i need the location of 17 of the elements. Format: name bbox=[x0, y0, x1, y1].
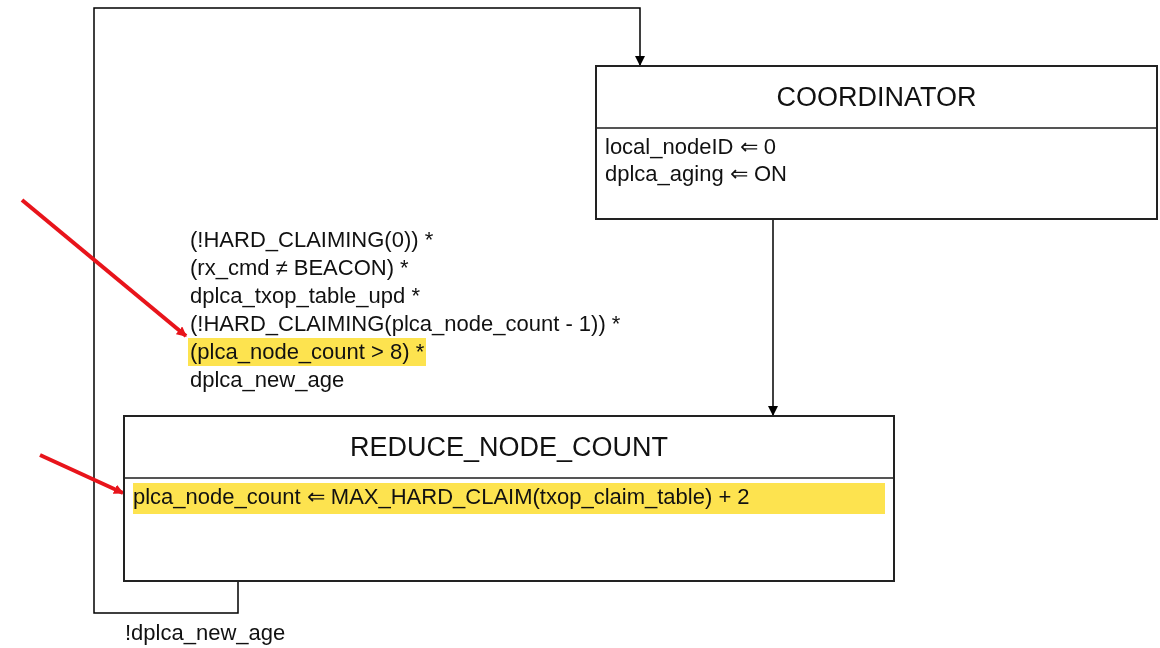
condition-text: (plca_node_count > 8) * bbox=[188, 338, 427, 366]
condition-text: (!HARD_CLAIMING(0)) * bbox=[189, 226, 435, 254]
state-action: plca_node_count ⇐ MAX_HARD_CLAIM(txop_claim_table) + 2 bbox=[133, 483, 885, 514]
state-box bbox=[595, 65, 1158, 220]
state-title: COORDINATOR bbox=[776, 80, 977, 114]
condition-text: (!HARD_CLAIMING(plca_node_count - 1)) * bbox=[189, 310, 622, 338]
transition-arrow bbox=[768, 219, 778, 416]
condition-text: dplca_new_age bbox=[189, 366, 346, 394]
condition-text: (rx_cmd ≠ BEACON) * bbox=[189, 254, 410, 282]
state-title: REDUCE_NODE_COUNT bbox=[349, 430, 668, 464]
state-action: dplca_aging ⇐ ON bbox=[605, 160, 788, 187]
condition-text: dplca_txop_table_upd * bbox=[189, 282, 421, 310]
annotation-arrow bbox=[20, 198, 188, 338]
annotation-arrow bbox=[39, 453, 124, 495]
state-box bbox=[123, 415, 895, 582]
state-action: local_nodeID ⇐ 0 bbox=[605, 133, 777, 160]
transition-arrow bbox=[93, 7, 645, 614]
